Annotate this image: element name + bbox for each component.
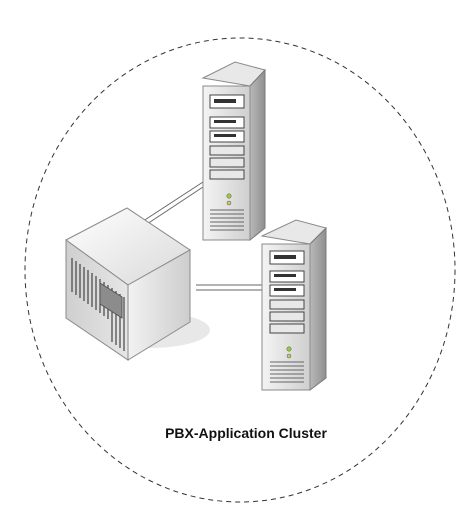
pbx-appliance-icon [65,207,210,361]
cluster-caption: PBX-Application Cluster [165,425,327,441]
link-appliance-to-bottom-server [196,284,266,291]
cluster-boundary [24,37,456,503]
tower-server-top-icon [201,61,266,242]
tower-server-bottom-icon [260,219,327,391]
